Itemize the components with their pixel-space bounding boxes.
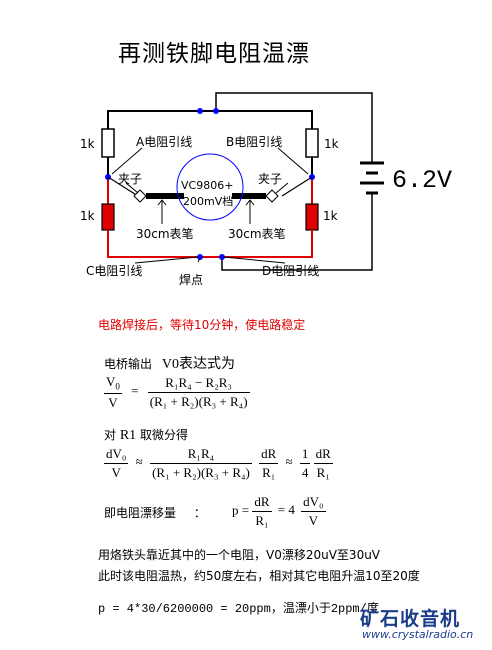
differential-label: 对 R1 取微分得 <box>104 428 189 443</box>
label-clip-left: 夹子 <box>118 172 143 186</box>
v0-expression-text: V0表达式为 <box>161 357 235 372</box>
body-line-1: 用烙铁头靠近其中的一个电阻，V0漂移20uV至30uV <box>98 548 381 562</box>
stabilize-note: 电路焊接后，等待10分钟，使电路稳定 <box>98 318 306 332</box>
watermark-logo: 矿石收音机 <box>360 608 461 630</box>
meter-circle <box>176 153 244 221</box>
drift-label: 即电阻漂移量 ： <box>104 506 206 520</box>
label-battery-voltage: 6.2V <box>392 166 453 195</box>
battery-top-wire <box>215 92 373 163</box>
battery-bottom-wire <box>221 193 373 271</box>
label-meter-model: VC9806+ <box>181 179 234 192</box>
red-wire-bottom <box>107 230 313 258</box>
node-top-left <box>197 108 203 114</box>
label-r3: 1k <box>80 209 95 223</box>
label-solder-point: 焊点 <box>179 273 204 287</box>
label-a-lead: A电阻引线 <box>136 135 193 149</box>
probe-left <box>146 193 184 199</box>
clip-left <box>133 189 147 203</box>
probe-right <box>232 193 266 199</box>
label-probe-right: 30cm表笔 <box>228 227 286 241</box>
bridge-circuit-diagram <box>101 92 384 271</box>
resistor-r1 <box>101 128 115 158</box>
node-bottom-right <box>219 254 225 260</box>
label-clip-right: 夹子 <box>258 172 283 186</box>
page-title: 再测铁脚电阻温漂 <box>118 41 310 67</box>
top-wire <box>107 110 313 129</box>
node-bottom-left <box>197 254 203 260</box>
clip-right <box>265 189 279 203</box>
resistor-r3 <box>101 203 115 231</box>
label-probe-left: 30cm表笔 <box>136 227 194 241</box>
label-r1: 1k <box>80 137 95 151</box>
resistor-r2 <box>305 128 319 158</box>
watermark-url: www.crystalradio.cn <box>362 628 474 641</box>
node-top-right <box>213 108 219 114</box>
label-b-lead: B电阻引线 <box>226 135 283 149</box>
body-line-3: p = 4*30/6200000 = 20ppm，温漂小于2ppm/度 <box>98 602 379 616</box>
label-r4: 1k <box>323 209 338 223</box>
body-line-2: 此时该电阻温热，约50度左右，相对其它电阻升温10至20度 <box>98 569 420 583</box>
label-meter-range: 200mV档 <box>183 195 234 208</box>
label-d-lead: D电阻引线 <box>262 264 320 278</box>
label-r2: 1k <box>324 137 339 151</box>
bridge-output-intro: 电桥输出 <box>104 357 153 371</box>
label-c-lead: C电阻引线 <box>86 264 143 278</box>
bridge-output-label: 电桥输出 V0表达式为 <box>104 353 235 373</box>
resistor-r4 <box>305 203 319 231</box>
battery-symbol <box>360 161 384 195</box>
